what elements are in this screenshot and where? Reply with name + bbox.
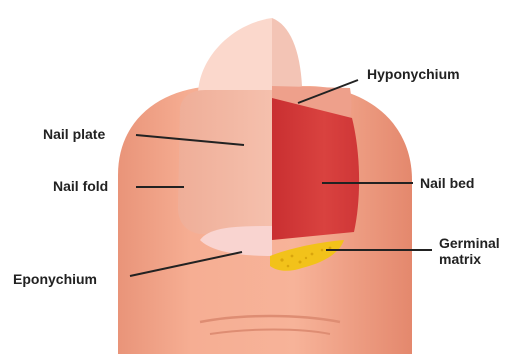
label-nail-plate: Nail plate — [43, 126, 105, 143]
label-nail-fold: Nail fold — [53, 178, 108, 195]
label-hyponychium: Hyponychium — [367, 66, 460, 83]
nail-plate-shape — [178, 90, 272, 236]
label-germinal-matrix-line1: Germinal — [439, 235, 500, 252]
label-nail-bed: Nail bed — [420, 175, 474, 192]
nail-free-edge — [198, 18, 272, 96]
nail-free-edge-right — [272, 18, 302, 96]
nail-bed-shape — [272, 98, 359, 240]
label-eponychium: Eponychium — [13, 271, 97, 288]
label-germinal-matrix-line2: matrix — [439, 251, 481, 268]
